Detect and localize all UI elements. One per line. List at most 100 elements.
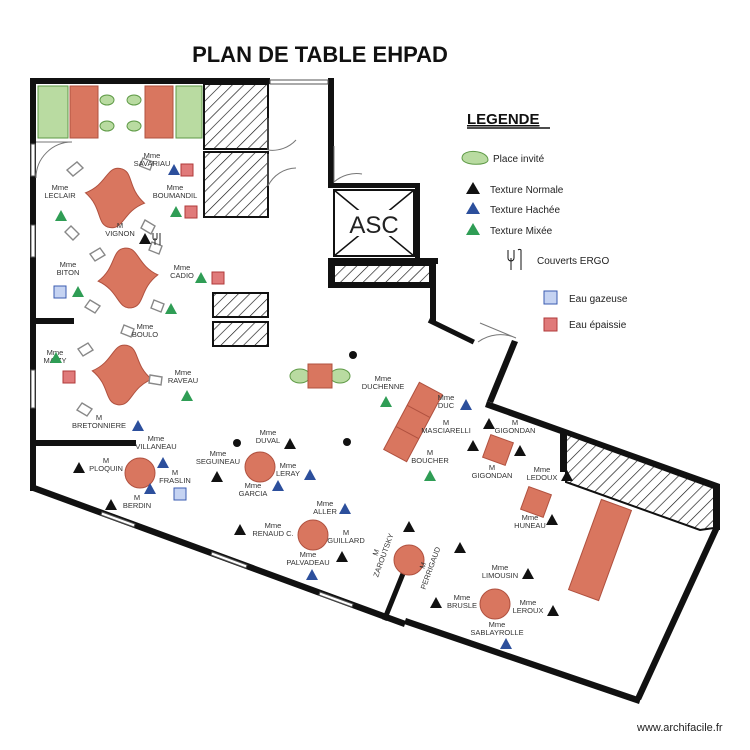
ergo-cutlery-icon <box>507 248 522 270</box>
resident-name: VIGNON <box>105 229 135 238</box>
texture-normale-icon <box>514 445 526 456</box>
legend-texture-mixee: Texture Mixée <box>490 226 553 237</box>
resident-title: M <box>489 463 495 472</box>
thickened-water-icon <box>543 317 558 332</box>
texture-normale-icon <box>561 470 573 481</box>
resident-title: M <box>343 528 349 537</box>
resident-name: BRUSLE <box>447 601 477 610</box>
guest-place-icon <box>461 151 489 165</box>
resident-name: BOUCHER <box>411 456 449 465</box>
resident-name: GIGONDAN <box>495 426 536 435</box>
windows <box>30 143 354 608</box>
resident-name: PALVADEAU <box>286 558 329 567</box>
elevator: ASC <box>333 189 415 257</box>
texture-hachee-icon <box>132 420 144 431</box>
resident-title: Mme <box>148 434 165 443</box>
texture-normale-icon <box>522 568 534 579</box>
ergo-cutlery-icon <box>152 233 161 245</box>
resident-name: LEROUX <box>513 606 544 615</box>
resident-name: LEDOUX <box>527 473 558 482</box>
texture-normale-icon <box>546 514 558 525</box>
resident-name: BERDIN <box>123 501 151 510</box>
resident-title: Mme <box>260 428 277 437</box>
thickened-water-icon <box>184 205 198 219</box>
elevator-label: ASC <box>349 212 398 239</box>
resident-title: Mme <box>454 593 471 602</box>
resident-name: LECLAIR <box>44 191 76 200</box>
resident-title: Mme <box>265 521 282 530</box>
resident-name: DUVAL <box>256 436 280 445</box>
thickened-water-icon <box>62 370 76 384</box>
resident-title: M <box>117 221 123 230</box>
resident-name: LERAY <box>276 469 300 478</box>
resident-name: MASCIARELLI <box>421 426 471 435</box>
resident-name: BITON <box>57 268 80 277</box>
resident-title: Mme <box>144 151 161 160</box>
resident-title: M <box>103 456 109 465</box>
sparkling-water-icon <box>53 285 67 299</box>
texture-normale-icon <box>211 471 223 482</box>
resident-name: DUC <box>438 401 455 410</box>
resident-name: PLOQUIN <box>89 464 123 473</box>
sparkling-water-icon <box>543 290 558 305</box>
texture-hachee-icon <box>500 638 512 649</box>
resident-seat: MmeMAIZY <box>44 348 76 384</box>
resident-title: Mme <box>52 183 69 192</box>
texture-hachee-icon <box>144 483 156 494</box>
resident-title: Mme <box>280 461 297 470</box>
thickened-water-icon <box>180 163 194 177</box>
texture-normale-icon <box>105 499 117 510</box>
texture-normale-icon <box>466 182 480 194</box>
resident-title: Mme <box>47 348 64 357</box>
resident-title: Mme <box>210 449 227 458</box>
tables <box>37 85 633 620</box>
resident-title: M <box>172 468 178 477</box>
resident-title: M <box>134 493 140 502</box>
resident-name: DUCHENNE <box>362 382 405 391</box>
resident-title: M <box>427 448 433 457</box>
legend-texture-normale: Texture Normale <box>490 185 564 196</box>
texture-normale-icon <box>73 462 85 473</box>
texture-mixee-icon <box>170 206 182 217</box>
resident-name: SAVARIAU <box>134 159 171 168</box>
texture-hachee-icon <box>306 569 318 580</box>
texture-mixee-icon <box>380 396 392 407</box>
service-blocks <box>203 83 715 532</box>
resident-title: M <box>96 413 102 422</box>
texture-mixee-icon <box>165 303 177 314</box>
resident-title: Mme <box>317 499 334 508</box>
resident-title: Mme <box>534 465 551 474</box>
resident-title: M <box>443 418 449 427</box>
resident-title: Mme <box>167 183 184 192</box>
texture-hachee-icon <box>272 480 284 491</box>
texture-normale-icon <box>483 418 495 429</box>
resident-title: Mme <box>137 322 154 331</box>
resident-title: Mme <box>492 563 509 572</box>
texture-normale-icon <box>547 605 559 616</box>
residents: MmeSAVARIAUMmeLECLAIRMmeBOUMANDILMVIGNON… <box>44 151 573 649</box>
texture-normale-icon <box>430 597 442 608</box>
texture-hachee-icon <box>157 457 169 468</box>
resident-name: GARCIA <box>239 489 268 498</box>
resident-title: Mme <box>60 260 77 269</box>
resident-name: GIGONDAN <box>472 471 513 480</box>
resident-title: Mme <box>245 481 262 490</box>
resident-name: VILLANEAU <box>135 442 176 451</box>
texture-mixee-icon <box>50 352 62 363</box>
